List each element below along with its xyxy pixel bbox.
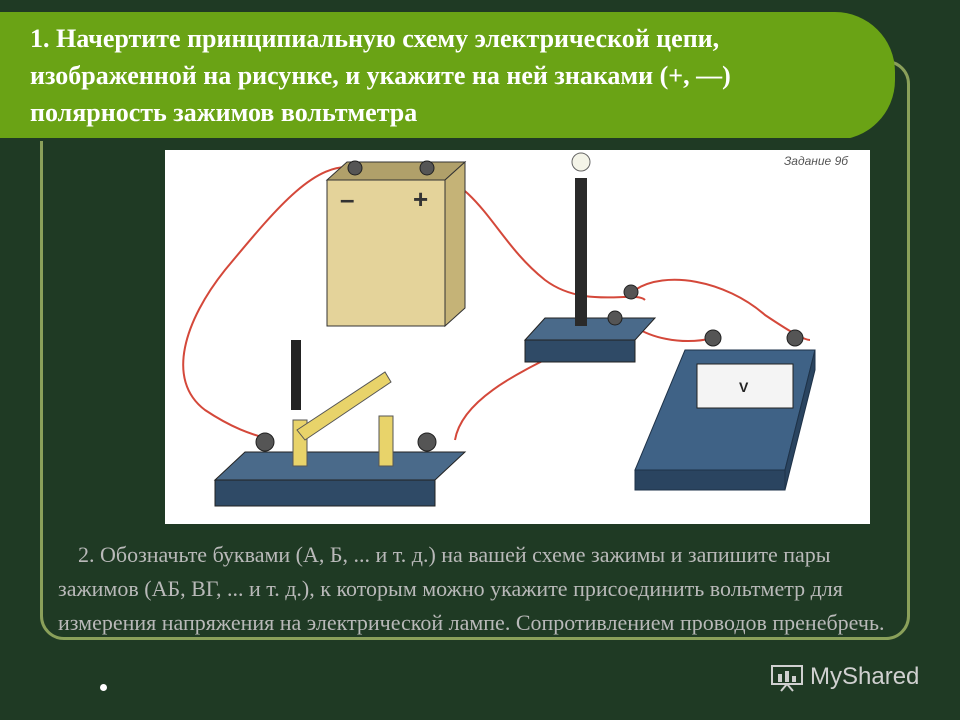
battery-minus-sign: – bbox=[340, 184, 354, 214]
wire-battery-to-lamp bbox=[426, 167, 646, 301]
battery-plus-sign: + bbox=[413, 184, 428, 214]
knife-switch bbox=[213, 340, 467, 507]
wire-lamp-to-voltmeter-right bbox=[634, 278, 811, 341]
task-2-paragraph: 2. Обозначьте буквами (А, Б, ... и т. д.… bbox=[58, 542, 885, 635]
voltmeter-letter: V bbox=[739, 379, 749, 395]
lamp-stand bbox=[523, 152, 657, 363]
watermark-text: MyShared bbox=[810, 663, 920, 690]
slide-title: 1. Начертите принципиальную схему электр… bbox=[30, 24, 731, 127]
task-2-text: 2. Обозначьте буквами (А, Б, ... и т. д.… bbox=[58, 538, 908, 640]
circuit-illustration: Задание 9б – + bbox=[165, 150, 870, 524]
circuit-drawing: – + V bbox=[182, 152, 816, 507]
task-label: Задание 9б bbox=[783, 154, 848, 168]
voltmeter: V bbox=[634, 329, 816, 491]
presentation-icon bbox=[771, 665, 803, 692]
title-underline bbox=[0, 138, 850, 141]
bullet-point bbox=[100, 684, 107, 691]
battery: – + bbox=[325, 160, 467, 328]
wire-battery-to-switch bbox=[182, 166, 356, 439]
battery-terminal-minus bbox=[347, 160, 363, 176]
watermark: MyShared bbox=[770, 660, 919, 694]
battery-terminal-plus bbox=[419, 160, 435, 176]
lamp-bulb bbox=[571, 152, 591, 172]
title-band bbox=[0, 12, 895, 141]
